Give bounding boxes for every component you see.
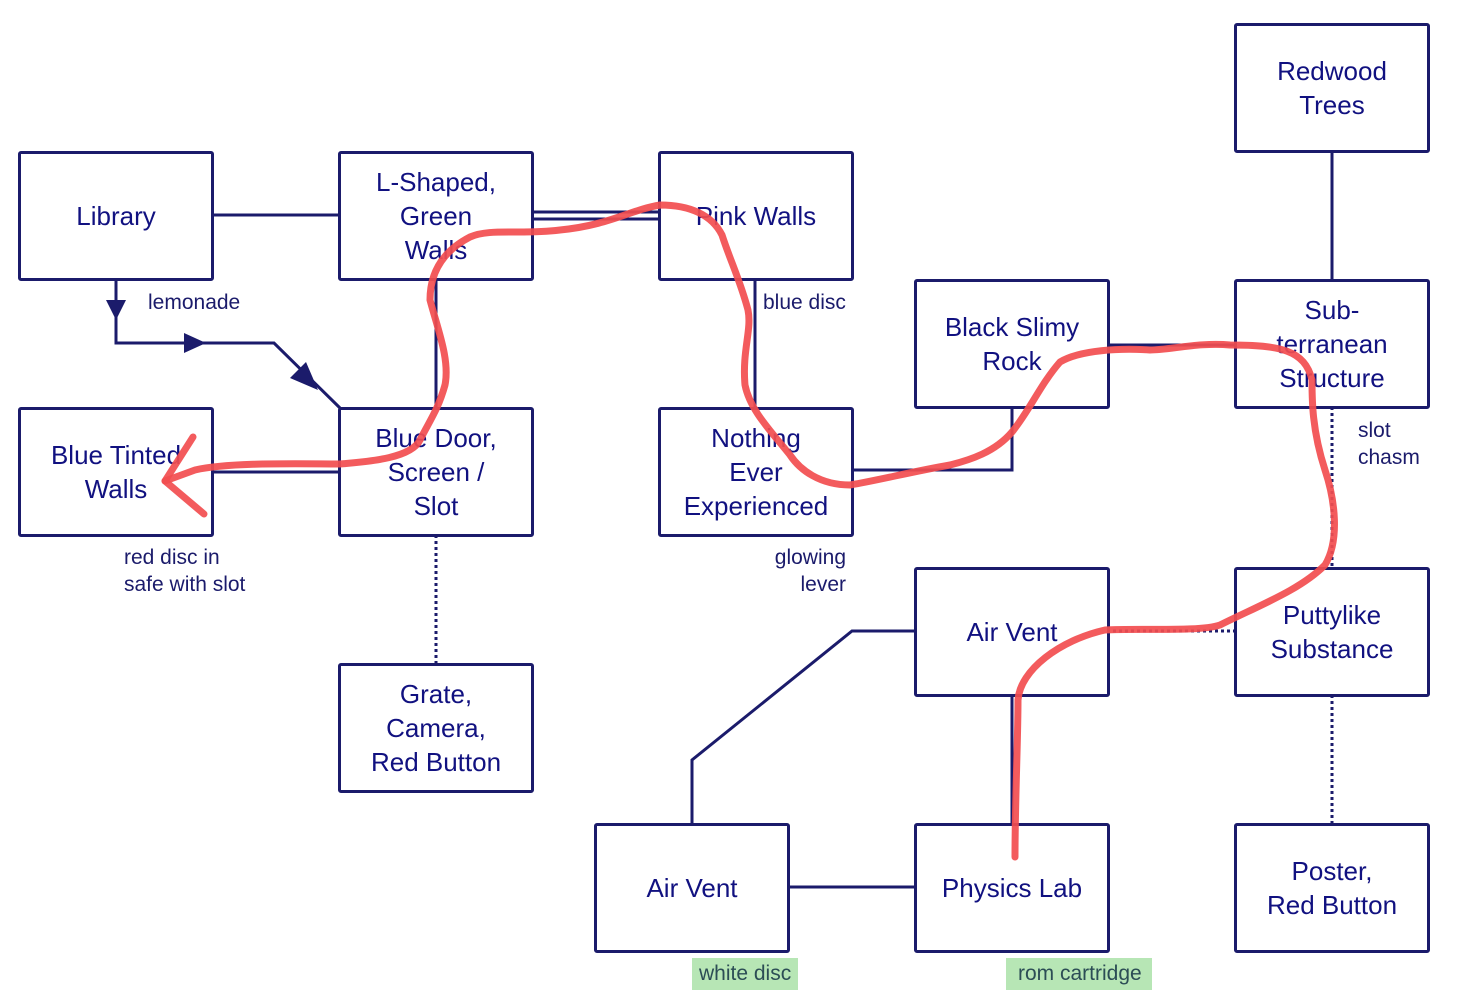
note-blue-disc: blue disc [763,291,846,314]
room-label: Air Vent [646,873,738,903]
room-label: Redwood Trees [1277,56,1387,120]
room-pink-walls[interactable]: Pink Walls [658,151,854,281]
room-library[interactable]: Library [18,151,214,281]
room-label: Blue Tinted Walls [50,440,182,504]
room-puttylike-substance[interactable]: Puttylike Substance [1234,567,1430,697]
room-label: Physics Lab [941,873,1083,903]
arrow-right-icon [184,333,206,353]
arrow-down-icon [106,300,126,320]
room-label: Air Vent [966,617,1058,647]
room-redwood-trees[interactable]: Redwood Trees [1234,23,1430,153]
room-label: L-Shaped, Green Walls [376,167,496,265]
note-lemonade: lemonade [148,291,241,314]
room-label: Library [76,201,156,231]
room-nothing-ever-experienced[interactable]: Nothing Ever Experienced [658,407,854,537]
note-glowing-lever: glowing lever [774,546,846,596]
room-label: Black Slimy Rock [944,312,1080,376]
connector-nothing-blackrock [852,407,1014,472]
room-l-shaped-green-walls[interactable]: L-Shaped, Green Walls [338,151,534,281]
note-red-disc: red disc in safe with slot [124,546,246,596]
arrow-diagonal-icon [290,362,318,390]
room-label: Grate, Camera, Red Button [370,679,502,777]
room-grate-camera[interactable]: Grate, Camera, Red Button [338,663,534,793]
room-label: Nothing Ever Experienced [683,423,829,521]
room-label: Sub- terranean Structure [1276,295,1388,393]
item-white-disc: white disc [692,958,799,990]
connector-airvent-upper-lower [690,629,916,824]
room-label: Blue Door, Screen / Slot [375,423,497,521]
room-black-slimy-rock[interactable]: Black Slimy Rock [914,279,1110,409]
room-blue-tinted-walls[interactable]: Blue Tinted Walls [18,407,214,537]
room-blue-door[interactable]: Blue Door, Screen / Slot [338,407,534,537]
room-air-vent-upper[interactable]: Air Vent [914,567,1110,697]
room-poster-red-button[interactable]: Poster, Red Button [1234,823,1430,953]
room-label: Pink Walls [695,201,817,231]
room-physics-lab[interactable]: Physics Lab [914,823,1110,953]
room-label: Puttylike Substance [1270,600,1394,664]
room-label: Poster, Red Button [1266,856,1398,920]
item-rom-cartridge: rom cartridge [1006,958,1152,990]
room-air-vent-lower[interactable]: Air Vent [594,823,790,953]
room-subterranean-structure[interactable]: Sub- terranean Structure [1234,279,1430,409]
note-slot-chasm: slot chasm [1358,419,1420,469]
